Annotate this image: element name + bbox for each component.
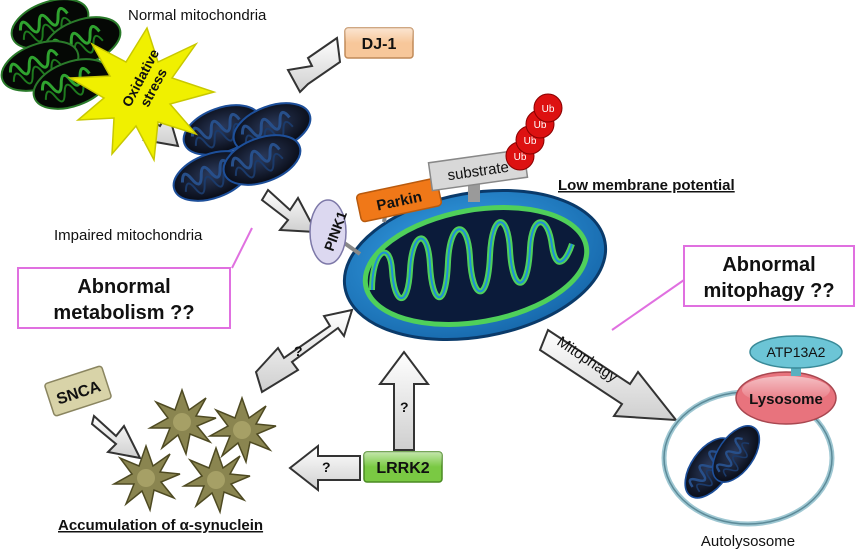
question-mark-3: ? <box>322 459 331 475</box>
question-mark-2: ? <box>400 399 409 415</box>
pink1-node: PINK1 <box>309 199 362 265</box>
impaired-mitochondria-label: Impaired mitochondria <box>54 227 203 244</box>
arrow-impaired-to-mitochondrion <box>260 188 318 234</box>
autolysosome-label: Autolysosome <box>701 533 795 550</box>
ub-label-2: Ub <box>524 136 537 147</box>
arrow-lrrk2-to-mito: ? <box>378 350 430 451</box>
normal-mitochondria-label: Normal mitochondria <box>128 7 267 24</box>
snca-node: SNCA <box>44 365 112 417</box>
abnormal-mitophagy-label-2: mitophagy ?? <box>703 280 834 302</box>
dj1-label: DJ-1 <box>362 36 397 53</box>
abnormal-mitophagy-label-1: Abnormal <box>722 254 815 276</box>
arrow-dj1-to-impaired <box>286 36 342 94</box>
mitophagy-arrow: Mitophagy <box>538 328 679 422</box>
central-mitochondrion <box>342 188 608 342</box>
lysosome-node: Lysosome <box>735 371 837 425</box>
abnormal-metabolism-label-1: Abnormal <box>77 276 170 298</box>
lysosome-label: Lysosome <box>749 391 823 408</box>
low-membrane-potential-label: Low membrane potential <box>558 177 735 194</box>
synuclein-aggregate-icon <box>113 389 277 513</box>
abnormal-mitophagy-box: Abnormal mitophagy ?? <box>611 245 855 331</box>
accumulation-label: Accumulation of α-synuclein <box>58 517 263 534</box>
question-mark-1: ? <box>294 343 303 359</box>
dj1-node: DJ-1 <box>344 27 414 59</box>
impaired-mitochondria-cluster <box>165 92 319 212</box>
ub-label-4: Ub <box>542 104 555 115</box>
arrow-lrrk2-to-synuclein: ? <box>288 443 361 493</box>
ub-label-3: Ub <box>534 120 547 131</box>
arrow-snca-to-synuclein <box>90 414 142 460</box>
atp13a2-node: ATP13A2 <box>749 335 843 376</box>
substrate-node: substrate <box>427 148 529 202</box>
abnormal-metabolism-label-2: metabolism ?? <box>53 302 194 324</box>
ub-label-1: Ub <box>514 152 527 163</box>
parkin-node: Parkin <box>355 177 443 223</box>
atp13a2-label: ATP13A2 <box>767 344 826 360</box>
lrrk2-label: LRRK2 <box>376 460 429 477</box>
ubiquitin-chain-icon: Ub Ub Ub Ub <box>505 93 563 171</box>
lrrk2-node: LRRK2 <box>363 451 443 483</box>
abnormal-metabolism-box: Abnormal metabolism ?? <box>17 227 253 329</box>
double-arrow-synuclein-mito: ? <box>254 308 354 394</box>
